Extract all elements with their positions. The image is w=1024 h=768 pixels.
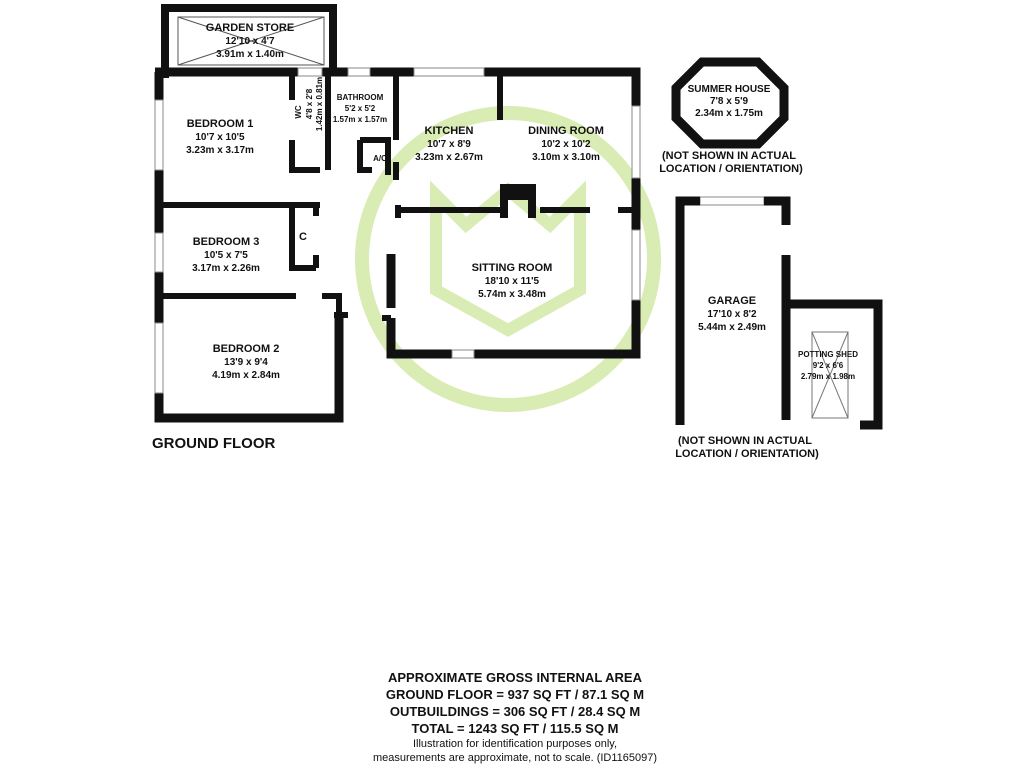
- watermark-logo: [355, 106, 661, 412]
- garden-store-metric: 3.91m x 1.40m: [216, 49, 284, 60]
- disclaimer-line2: measurements are approximate, not to sca…: [372, 752, 658, 764]
- bathroom-metric: 1.57m x 1.57m: [333, 115, 387, 124]
- windows: [154, 67, 765, 394]
- bedroom1-imperial: 10'7 x 10'5: [195, 132, 245, 143]
- airing-cupboard-label: A/C: [373, 154, 387, 163]
- wc-imperial: 4'8 x 2'8: [305, 88, 314, 119]
- area-ground-floor: GROUND FLOOR = 937 SQ FT / 87.1 SQ M: [385, 687, 645, 702]
- garage-note-line2: LOCATION / ORIENTATION): [675, 448, 819, 460]
- garage-note-line1: (NOT SHOWN IN ACTUAL: [678, 435, 812, 447]
- potting-shed-metric: 2.79m x 1.98m: [801, 372, 855, 381]
- sitting-room-metric: 5.74m x 3.48m: [478, 289, 546, 300]
- summer-house-note-line1: (NOT SHOWN IN ACTUAL: [662, 150, 796, 162]
- bedroom2-metric: 4.19m x 2.84m: [212, 370, 280, 381]
- house-internal-walls: [159, 76, 636, 321]
- chimney-breast: [500, 184, 536, 218]
- area-total: TOTAL = 1243 SQ FT / 115.5 SQ M: [411, 721, 619, 736]
- disclaimer-line1: Illustration for identification purposes…: [412, 738, 617, 750]
- bedroom3-imperial: 10'5 x 7'5: [204, 250, 248, 261]
- kitchen-metric: 3.23m x 2.67m: [415, 152, 483, 163]
- area-outbuildings: OUTBUILDINGS = 306 SQ FT / 28.4 SQ M: [389, 704, 641, 719]
- summer-house-imperial: 7'8 x 5'9: [710, 96, 749, 107]
- potting-shed-imperial: 9'2 x 6'6: [813, 361, 844, 370]
- wc-metric: 1.42m x 0.81m: [315, 77, 324, 131]
- garden-store-skylight: [177, 16, 325, 66]
- area-summary: APPROXIMATE GROSS INTERNAL AREA GROUND F…: [340, 669, 690, 765]
- potting-shed-name: POTTING SHED: [798, 350, 858, 359]
- sitting-room-imperial: 18'10 x 11'5: [485, 276, 540, 287]
- garden-store-imperial: 12'10 x 4'7: [225, 36, 275, 47]
- summer-house-walls: [671, 57, 789, 149]
- garage-metric: 5.44m x 2.49m: [698, 322, 766, 333]
- bedroom3-name: BEDROOM 3: [193, 236, 260, 248]
- bathroom-imperial: 5'2 x 5'2: [345, 104, 376, 113]
- garage-walls: [675, 196, 791, 425]
- bedroom3-metric: 3.17m x 2.26m: [192, 263, 260, 274]
- dining-room-name: DINING ROOM: [528, 125, 604, 137]
- bedroom1-metric: 3.23m x 3.17m: [186, 145, 254, 156]
- sitting-room-name: SITTING ROOM: [472, 262, 553, 274]
- garage-imperial: 17'10 x 8'2: [707, 309, 757, 320]
- summer-house-note-line2: LOCATION / ORIENTATION): [659, 163, 803, 175]
- bathroom-name: BATHROOM: [337, 93, 384, 102]
- house-outer-walls: [154, 67, 641, 423]
- garage-name: GARAGE: [708, 295, 756, 307]
- garden-store-name: GARDEN STORE: [206, 22, 294, 34]
- bedroom1-name: BEDROOM 1: [187, 118, 254, 130]
- bedroom2-imperial: 13'9 x 9'4: [224, 357, 268, 368]
- summer-house-metric: 2.34m x 1.75m: [695, 108, 763, 119]
- potting-shed-skylight: [811, 331, 849, 419]
- potting-shed-walls: [786, 299, 883, 430]
- garden-store-walls: [161, 4, 337, 78]
- area-heading: APPROXIMATE GROSS INTERNAL AREA: [387, 670, 642, 685]
- wc-name: WC: [294, 105, 303, 119]
- dining-room-metric: 3.10m x 3.10m: [532, 152, 600, 163]
- kitchen-imperial: 10'7 x 8'9: [427, 139, 471, 150]
- bedroom2-name: BEDROOM 2: [213, 343, 280, 355]
- summer-house-name: SUMMER HOUSE: [688, 84, 771, 95]
- dining-room-imperial: 10'2 x 10'2: [541, 139, 591, 150]
- floor-label: GROUND FLOOR: [152, 435, 275, 452]
- cupboard-label: C: [299, 231, 307, 243]
- kitchen-name: KITCHEN: [425, 125, 474, 137]
